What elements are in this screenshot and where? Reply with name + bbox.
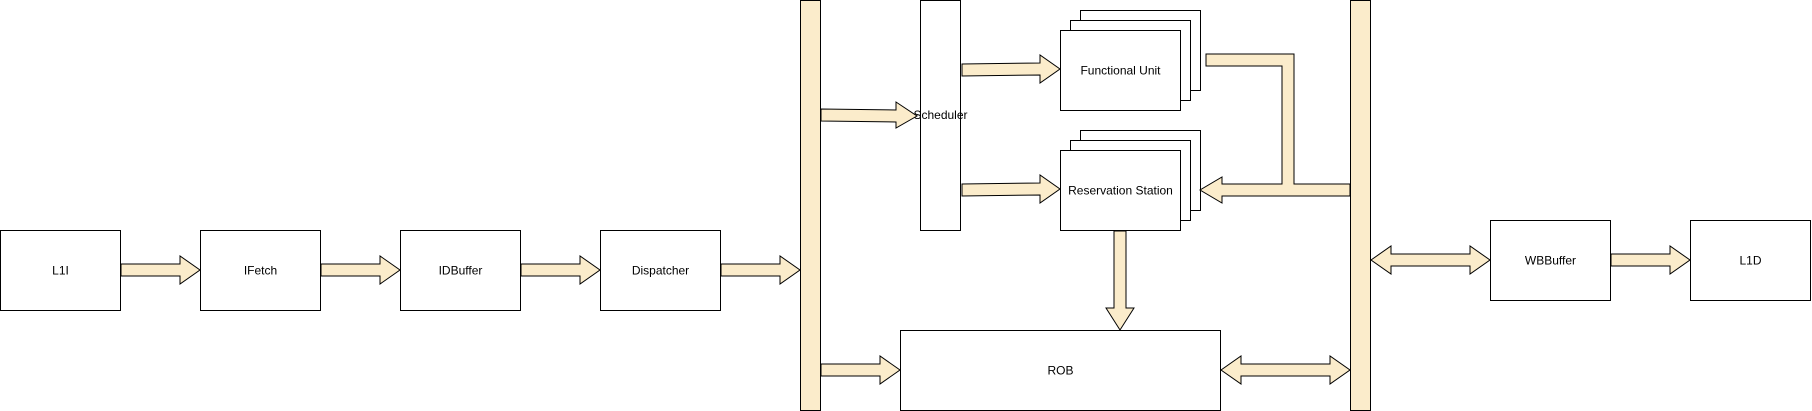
arrow-functional-unit-to-reservation-station [1199,53,1351,204]
arrow-bus-to-wbbuffer [1370,245,1491,275]
functional-unit-stack: Functional Unit [1060,10,1201,111]
scheduler-block: Scheduler [913,0,968,231]
reservation-station-label: Reservation Station [1068,184,1173,198]
l1d-label: L1D [1739,254,1761,268]
arrow-ifetch-to-idbuffer [320,255,401,285]
arrow-rob-to-writeback-bus [1220,355,1351,385]
l1i-block: L1I [0,230,121,311]
arrow-l1i-to-ifetch [120,255,201,285]
wbbuffer-label: WBBuffer [1525,254,1576,268]
arrow-wbbuffer-to-l1d [1610,245,1691,275]
arrow-bus-to-rob [820,355,901,385]
idbuffer-label: IDBuffer [439,264,483,278]
issue-bus [800,0,821,411]
dispatcher-block: Dispatcher [600,230,721,311]
l1i-label: L1I [52,264,69,278]
writeback-bus [1350,0,1371,411]
ifetch-label: IFetch [244,264,277,278]
ifetch-block: IFetch [200,230,321,311]
arrow-dispatcher-to-bus [720,255,801,285]
wbbuffer-block: WBBuffer [1490,220,1611,301]
arrow-bus-to-scheduler [820,101,918,129]
arrow-scheduler-to-functional-unit [961,54,1061,84]
arrow-reservation-station-to-rob [1105,230,1135,331]
functional-unit-label: Functional Unit [1080,64,1161,78]
rob-label: ROB [1047,364,1073,378]
idbuffer-block: IDBuffer [400,230,521,311]
rob-block: ROB [900,330,1221,411]
l1d-block: L1D [1690,220,1811,301]
scheduler-label: Scheduler [913,108,967,122]
arrow-scheduler-to-reservation-station [961,174,1061,204]
dispatcher-label: Dispatcher [632,264,689,278]
arrow-idbuffer-to-dispatcher [520,255,601,285]
reservation-station-stack: Reservation Station [1060,130,1201,231]
